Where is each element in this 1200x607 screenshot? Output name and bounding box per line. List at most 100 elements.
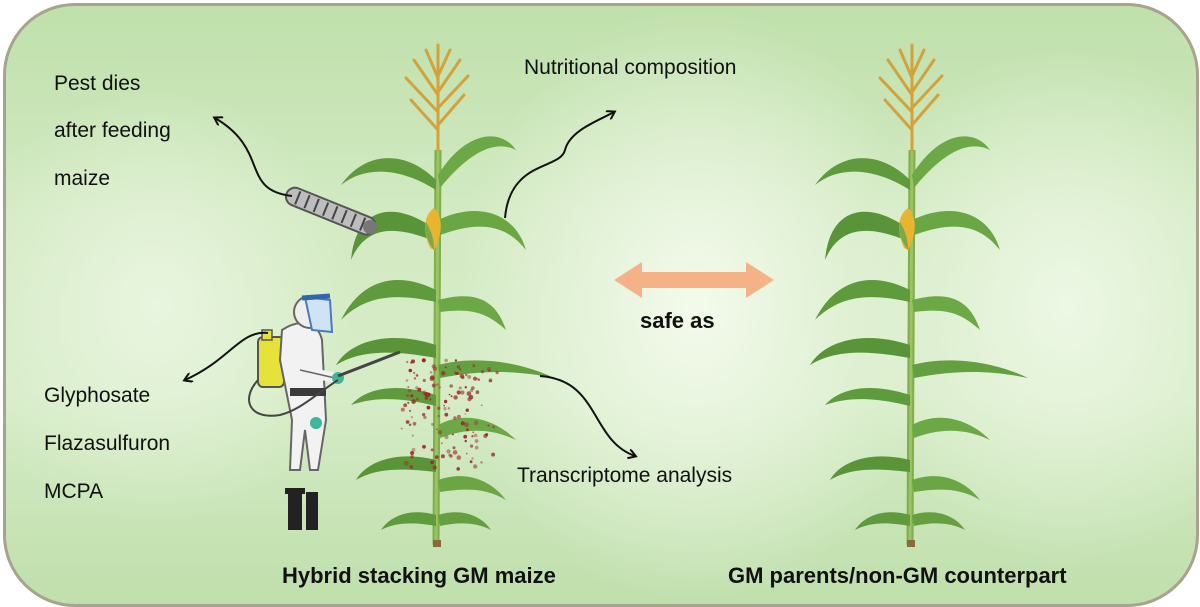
spray-droplet: [446, 449, 451, 454]
spray-droplet: [450, 395, 453, 398]
spray-droplet: [405, 379, 409, 382]
spray-droplet: [410, 394, 414, 398]
spray-droplet: [473, 433, 478, 438]
herbicide-mcpa: MCPA: [44, 480, 104, 503]
spray-droplet: [458, 386, 462, 390]
herbicide-flazasulfuron: Flazasulfuron: [44, 432, 171, 455]
spray-droplet: [453, 395, 458, 400]
spray-droplet: [417, 387, 422, 392]
spray-droplet: [463, 434, 468, 439]
spray-droplet: [464, 413, 467, 415]
spray-droplet: [403, 460, 409, 466]
spray-droplet: [422, 412, 426, 417]
spray-droplet: [472, 376, 478, 381]
spray-droplet: [456, 365, 461, 369]
spray-droplet: [407, 386, 410, 388]
spray-droplet: [436, 428, 438, 431]
spray-droplet: [410, 450, 415, 456]
spray-droplet: [421, 358, 426, 363]
spray-droplets: [400, 358, 499, 471]
spray-droplet: [408, 423, 412, 427]
spray-droplet: [483, 433, 488, 439]
spray-droplet: [434, 455, 439, 459]
spray-droplet: [456, 414, 461, 419]
maize-plant-icon: [810, 45, 1028, 547]
spray-droplet: [469, 460, 473, 464]
spray-droplet: [431, 364, 436, 369]
spray-droplet: [473, 464, 478, 469]
spray-droplet: [487, 424, 490, 427]
spray-droplet: [410, 416, 414, 419]
spray-droplet: [424, 396, 429, 400]
spray-droplet: [456, 467, 461, 471]
spray-droplet: [407, 401, 410, 404]
spray-droplet: [469, 444, 474, 448]
spray-droplet: [467, 397, 472, 402]
spray-droplet: [465, 373, 468, 377]
spray-droplet: [480, 404, 483, 407]
pest-text-line-1: Pest dies: [54, 72, 141, 95]
spray-droplet: [408, 368, 413, 373]
spray-droplet: [430, 375, 435, 380]
pest-text-line-2: after feeding: [54, 119, 171, 142]
spray-droplet: [466, 391, 472, 396]
spray-droplet: [411, 434, 414, 437]
spray-droplet: [437, 414, 441, 418]
spray-droplet: [400, 427, 403, 430]
spray-droplet: [406, 360, 409, 364]
nutritional-composition-label: Nutritional composition: [524, 56, 737, 79]
spray-droplet: [492, 425, 495, 429]
spray-droplet: [436, 383, 439, 386]
spray-droplet: [475, 390, 480, 395]
spray-droplet: [429, 371, 433, 374]
spray-droplet: [403, 403, 408, 408]
pest-text-line-3: maize: [54, 167, 111, 190]
spray-droplet: [413, 377, 417, 380]
spray-droplet: [456, 371, 460, 375]
spray-droplet: [443, 404, 445, 407]
spray-droplet: [441, 371, 446, 376]
spray-droplet: [440, 442, 443, 445]
spray-droplet: [474, 445, 479, 450]
spray-droplet: [471, 386, 475, 390]
spray-droplet: [444, 358, 448, 363]
spray-droplet: [472, 364, 476, 368]
spray-droplet: [489, 379, 492, 383]
spray-droplet: [486, 367, 492, 372]
diagram-panel: [3, 3, 1199, 607]
transcriptome-arrow: [539, 375, 635, 456]
spray-droplet: [400, 407, 405, 412]
left-caption: Hybrid stacking GM maize: [282, 563, 556, 588]
spray-droplet: [422, 378, 426, 383]
spray-droplet: [409, 409, 412, 412]
spray-droplet: [437, 406, 441, 410]
pest-arrow: [215, 118, 293, 197]
spray-droplet: [415, 386, 419, 390]
spray-droplet: [451, 433, 454, 436]
spray-droplet: [440, 454, 445, 459]
caterpillar-icon: [284, 186, 378, 236]
spray-droplet: [426, 392, 431, 397]
spray-droplet: [422, 444, 426, 449]
spray-droplet: [466, 428, 469, 432]
spray-droplet: [452, 446, 456, 450]
spray-droplet: [465, 408, 469, 412]
spray-droplet: [472, 431, 475, 434]
spray-droplet: [423, 415, 427, 420]
spray-droplet: [466, 452, 468, 455]
spray-droplet: [460, 390, 465, 395]
spray-droplet: [432, 465, 437, 470]
spray-droplet: [449, 384, 454, 388]
double-arrow-icon: [614, 262, 774, 298]
spray-droplet: [447, 407, 451, 410]
spray-droplet: [477, 378, 481, 381]
spray-droplet: [443, 407, 447, 411]
spray-droplet: [459, 368, 462, 371]
spray-droplet: [405, 420, 410, 424]
spray-droplet: [473, 420, 479, 426]
farmer-sprayer-icon: [248, 293, 401, 530]
spray-droplet: [408, 389, 412, 393]
spray-droplet: [452, 450, 458, 455]
spray-droplet: [444, 412, 449, 417]
spray-droplet: [437, 430, 443, 435]
